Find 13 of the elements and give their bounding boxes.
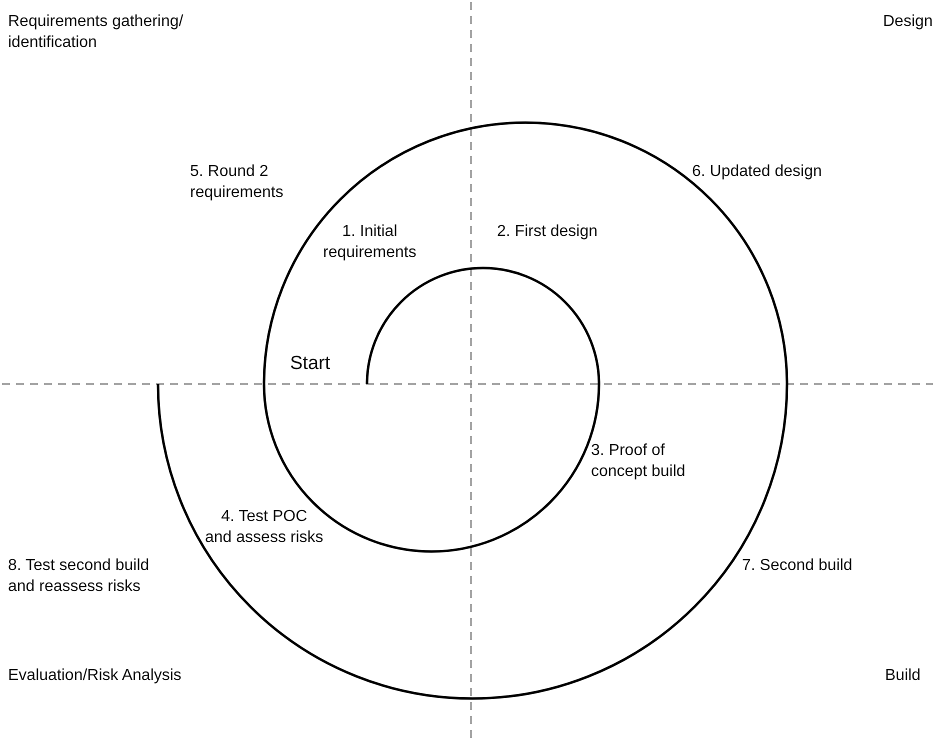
quadrant-label: Design — [883, 12, 933, 32]
step-label: 5. Round 2 requirements — [190, 162, 284, 203]
quadrant-label: Evaluation/Risk Analysis — [8, 666, 182, 686]
quadrant-label: Build — [885, 666, 921, 686]
step-label: 8. Test second build and reassess risks — [8, 556, 150, 597]
step-label: 4. Test POC and assess risks — [205, 507, 324, 548]
start-label: Start — [290, 353, 330, 374]
step-label: 3. Proof of concept build — [591, 441, 686, 482]
step-label: 6. Updated design — [692, 162, 822, 182]
step-label: 2. First design — [497, 222, 598, 242]
step-label: 7. Second build — [742, 556, 852, 576]
step-label: 1. Initial requirements — [323, 222, 416, 263]
quadrant-label: Requirements gathering/ identification — [8, 12, 184, 53]
